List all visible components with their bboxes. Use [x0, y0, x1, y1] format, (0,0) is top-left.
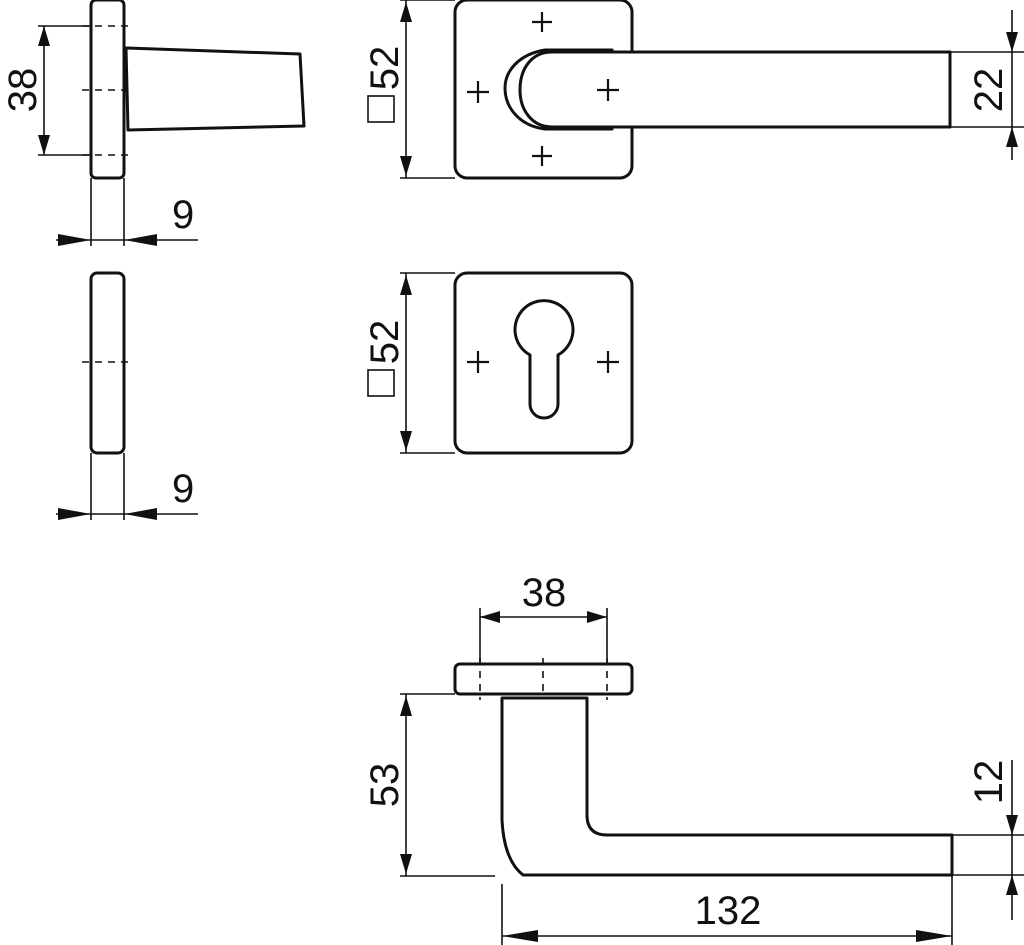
arrowhead: [502, 930, 538, 942]
escutcheon-front-view: 52: [363, 271, 634, 455]
arrowhead: [38, 26, 50, 46]
arrowhead: [400, 2, 412, 22]
arrowhead: [1006, 815, 1018, 835]
arrowhead: [1006, 875, 1018, 895]
screw-hole-mark: [532, 12, 552, 32]
screw-hole-mark: [597, 351, 619, 373]
screw-hole-mark: [597, 79, 619, 101]
arrowhead: [916, 930, 952, 942]
arrowhead: [400, 431, 412, 451]
arrowhead: [400, 696, 412, 716]
dimension-label-52: 52: [363, 46, 407, 91]
arrowhead: [58, 234, 91, 246]
lever-l-shape: [500, 696, 954, 877]
arrowhead: [400, 275, 412, 295]
dimension-label-38: 38: [1, 68, 45, 113]
dimension-label-132: 132: [695, 889, 762, 933]
screw-hole-mark: [467, 351, 489, 373]
lever-front-view: 52 22: [363, 0, 1024, 180]
arrowhead: [400, 156, 412, 176]
escutcheon-side-view: 9: [56, 271, 198, 520]
square-symbol: [367, 95, 395, 123]
square-symbol: [367, 369, 395, 397]
arrowhead: [1006, 127, 1018, 147]
arrowhead: [400, 854, 412, 874]
dimension-label-22: 22: [967, 68, 1011, 113]
dimension-label-9: 9: [172, 193, 194, 237]
arrowhead: [124, 234, 157, 246]
arrowhead: [58, 508, 91, 520]
arrowhead: [1006, 32, 1018, 52]
dimension-label-38: 38: [522, 571, 567, 615]
lever-side-view: 38 53 12 132: [363, 571, 1024, 945]
arrowhead: [38, 135, 50, 155]
cylinder-keyhole: [513, 299, 575, 420]
lever-arm: [518, 50, 952, 129]
escutcheon-plate-side: [89, 271, 126, 455]
dimension-label-12: 12: [967, 760, 1011, 805]
screw-hole-mark: [532, 146, 552, 166]
screw-hole-mark: [467, 81, 489, 103]
dimension-label-52: 52: [363, 320, 407, 365]
dimension-label-9: 9: [172, 467, 194, 511]
dimension-label-53: 53: [363, 763, 407, 808]
rose-plate: [89, 0, 126, 180]
arrowhead: [480, 611, 500, 623]
arrowhead: [587, 611, 607, 623]
lever-stem-side: [124, 46, 306, 132]
rose-side-view: 38 9: [1, 0, 306, 246]
arrowhead: [124, 508, 157, 520]
